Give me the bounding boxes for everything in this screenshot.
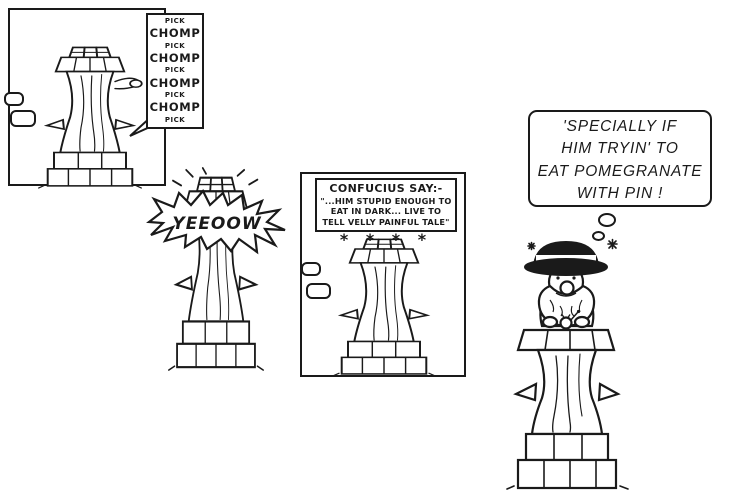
thought-blip-large [306,283,331,299]
sign-line: TELL VELLY PAINFUL TALE" [322,217,450,228]
eye-right [572,276,576,280]
stone-pillar-drawing [158,167,274,372]
pain-stars: * * * * [339,230,433,249]
thought-blip-small [4,92,24,106]
reaching-arm-drawing [114,77,143,90]
sfx-pick: PICK [164,66,186,75]
sign-line: EAT IN DARK... LIVE TO [330,206,442,217]
pomegranate [559,316,573,330]
panel-3-border [300,172,466,377]
thought-line: WITH PIN ! [576,185,664,203]
sfx-pick: PICK [164,17,186,26]
stone-pillar-drawing [330,238,438,376]
sparkle-marks [527,238,618,251]
hands-with-pomegranate-and-pin [541,309,591,330]
thought-trail-circle [598,213,616,227]
pin [569,311,579,322]
character-nose [559,280,575,296]
sfx-pick: PICK [164,115,186,124]
thought-line: 'SPECIALLY IF [562,118,678,135]
shake-motion-lines [172,167,259,187]
thought-line: EAT POMEGRANATE [537,162,703,180]
sfx-chomp: CHOMP [149,75,201,90]
sign-title: CONFUCIUS SAY:- [329,181,443,195]
panel-4-thought-bubble: 'SPECIALLY IF HIM TRYIN' TO EAT POMEGRAN… [528,110,712,207]
thought-blip-large [10,110,36,127]
sfx-chomp: CHOMP [149,50,201,65]
stone-pillar-drawing [36,46,143,188]
character-hat [524,240,608,276]
thought-line: HIM TRYIN' TO [561,140,679,158]
sfx-pick: PICK [164,41,186,50]
character-on-pillar-drawing [506,238,629,490]
explosion-starburst: YEEOOW [146,189,286,255]
eye-left [556,276,560,280]
sign-line: "...HIM STUPID ENOUGH TO [320,195,452,206]
sfx-pick: PICK [164,91,186,100]
thought-trail-circle [592,231,605,241]
sfx-chomp: CHOMP [149,100,201,115]
thought-blip-small [301,262,321,276]
panel-1-speech-bubble: PICK CHOMP PICK CHOMP PICK CHOMP PICK CH… [146,13,204,129]
stone-pillar-drawing [506,328,629,490]
sfx-yeeoow: YEEOOW [172,214,261,234]
confucius-sign: CONFUCIUS SAY:- "...HIM STUPID ENOUGH TO… [315,178,457,232]
sfx-chomp: CHOMP [149,26,201,41]
